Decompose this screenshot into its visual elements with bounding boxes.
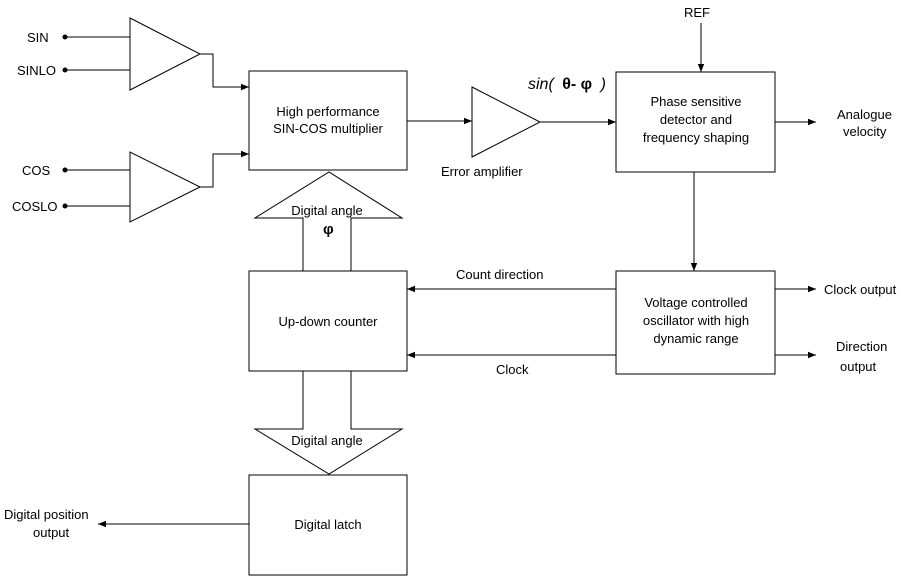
multiplier-label-line1: High performance xyxy=(276,104,379,119)
sin-theta-minus-phi-label: sin( θ- φ ) xyxy=(528,76,606,93)
sin-expr-suffix: ) xyxy=(599,76,606,93)
psd-label-line3: frequency shaping xyxy=(643,130,749,145)
digital-angle-output-arrow xyxy=(253,370,404,475)
direction-output-label-line2: output xyxy=(840,359,877,374)
ref-input-label: REF xyxy=(684,5,710,20)
vco-label-line2: oscillator with high xyxy=(643,313,749,328)
digital-angle-feedback-arrow xyxy=(253,171,404,272)
sinlo-input-label: SINLO xyxy=(17,63,56,78)
digital-latch-block xyxy=(248,474,408,576)
digital-angle-output-label: Digital angle xyxy=(291,433,363,448)
sin-amp-output-wire xyxy=(200,53,249,91)
vco-block xyxy=(615,270,776,375)
sin-input-label: SIN xyxy=(27,30,49,45)
digital-position-output-label-line2: output xyxy=(33,525,70,540)
analogue-velocity-label-line2: velocity xyxy=(843,124,887,139)
psd-label-line1: Phase sensitive xyxy=(650,94,741,109)
sin-terminal xyxy=(62,34,68,40)
up-down-counter-label: Up-down counter xyxy=(279,314,379,329)
phase-sensitive-detector-block xyxy=(615,71,776,173)
sinlo-terminal xyxy=(62,67,68,73)
psd-label-line2: detector and xyxy=(660,112,732,127)
vco-label-line3: dynamic range xyxy=(653,331,738,346)
cos-amp-output-wire xyxy=(200,150,249,188)
sin-expr-body: θ- φ xyxy=(562,76,592,93)
digital-position-output-label-line1: Digital position xyxy=(4,507,89,522)
error-amplifier-label: Error amplifier xyxy=(441,164,523,179)
analogue-velocity-label-line1: Analogue xyxy=(837,107,892,122)
coslo-terminal xyxy=(62,203,68,209)
coslo-input-label: COSLO xyxy=(12,199,58,214)
cos-terminal xyxy=(62,167,68,173)
vco-label-line1: Voltage controlled xyxy=(644,295,747,310)
count-direction-label: Count direction xyxy=(456,267,543,282)
clock-output-label: Clock output xyxy=(824,282,897,297)
digital-latch-label: Digital latch xyxy=(294,517,361,532)
cos-input-label: COS xyxy=(22,163,51,178)
sin-amplifier xyxy=(129,17,202,91)
clock-label: Clock xyxy=(496,362,529,377)
cos-amplifier xyxy=(129,151,202,223)
sin-expr-prefix: sin( xyxy=(528,76,555,93)
multiplier-label-line2: SIN-COS multiplier xyxy=(273,121,383,136)
error-amplifier xyxy=(471,86,542,158)
digital-angle-feedback-label: Digital angle xyxy=(291,203,363,218)
sin-cos-multiplier-block xyxy=(248,70,408,171)
direction-output-label-line1: Direction xyxy=(836,339,887,354)
phi-label: φ xyxy=(323,221,334,238)
